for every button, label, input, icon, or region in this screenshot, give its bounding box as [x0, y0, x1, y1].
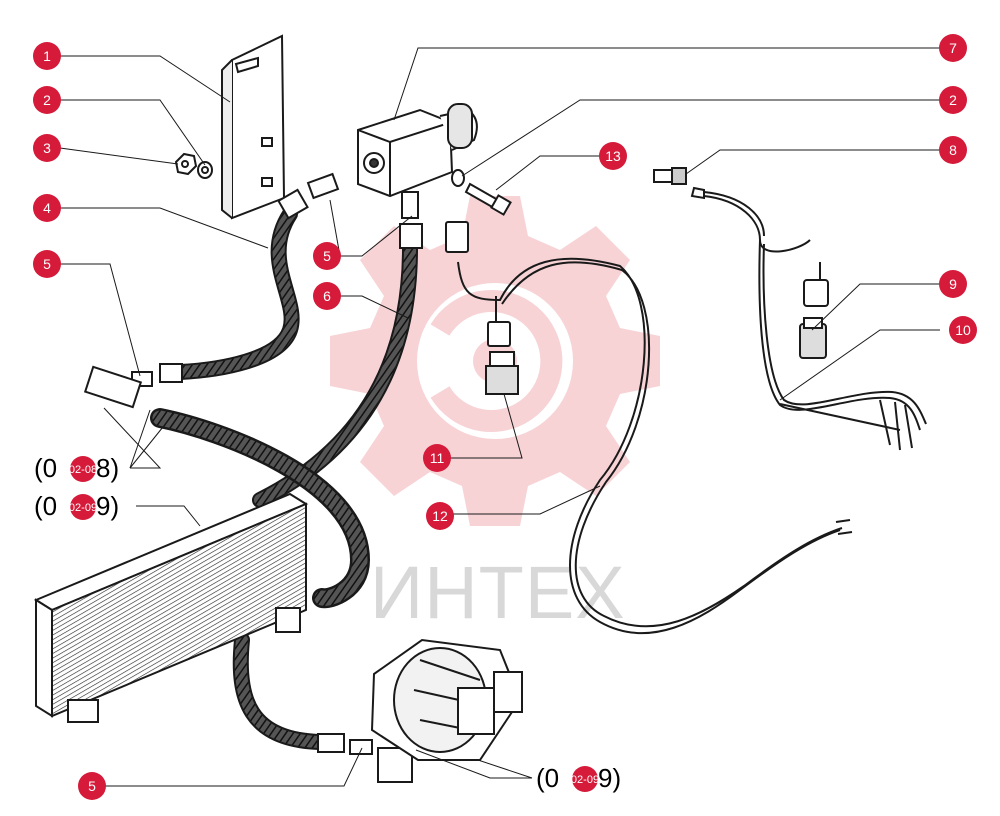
reference-open: (0: [34, 453, 57, 483]
callout-label: 5: [323, 248, 331, 264]
reference-close: 9): [96, 491, 119, 521]
callout-8: 8: [939, 136, 967, 164]
wiring-harness-right: [703, 191, 927, 451]
wiring-harness-center: [457, 257, 853, 635]
callout-label: 7: [949, 40, 957, 56]
callout-label: 2: [43, 92, 51, 108]
callout-1: 1: [33, 42, 61, 70]
reference-code: 02-09: [571, 774, 599, 786]
pressure-sensor: [653, 167, 705, 200]
reference-label: (0 02-09 9): [536, 763, 621, 793]
callout-label: 10: [955, 322, 971, 338]
callout-label: 4: [43, 200, 51, 216]
harness-plugs: [445, 221, 519, 395]
bolt-and-washer: [451, 169, 512, 216]
callout-label: 9: [949, 276, 957, 292]
solenoid-valve-block: [357, 103, 478, 198]
callout-6: 6: [313, 282, 341, 310]
mounting-bracket: [221, 34, 286, 220]
callout-label: 3: [43, 140, 51, 156]
reference-label: (0 02-08 8): [34, 453, 119, 483]
callout-label: 5: [88, 778, 96, 794]
oil-cooler: [33, 492, 309, 723]
callout-label: 2: [949, 92, 957, 108]
reference-code: 02-09: [69, 502, 97, 514]
callout-5: 5: [33, 250, 61, 278]
callout-4: 4: [33, 194, 61, 222]
nut-and-washer: [174, 152, 213, 179]
callout-9: 9: [939, 270, 967, 298]
callout-5: 5: [78, 772, 106, 800]
callout-13: 13: [599, 142, 627, 170]
callout-2: 2: [939, 86, 967, 114]
harness-connectors: [799, 279, 829, 359]
reference-open: (0: [34, 491, 57, 521]
hydraulic-pump: [370, 638, 523, 761]
reference-code: 02-08: [69, 464, 97, 476]
callout-label: 12: [432, 508, 448, 524]
watermark-text: ИНТЕХ: [370, 551, 626, 634]
reference-close: 9): [598, 763, 621, 793]
callout-3: 3: [33, 134, 61, 162]
callout-label: 11: [430, 450, 445, 466]
callout-11: 11: [423, 444, 451, 472]
leader-lines: [59, 47, 940, 787]
callout-2: 2: [33, 86, 61, 114]
callout-label: 6: [323, 288, 331, 304]
reference-label: (0 02-09 9): [34, 491, 119, 521]
callout-label: 8: [949, 142, 957, 158]
reference-close: 8): [96, 453, 119, 483]
callout-10: 10: [949, 316, 977, 344]
reference-open: (0: [536, 763, 559, 793]
callout-label: 1: [43, 48, 51, 64]
hydraulic-hoses: [150, 206, 418, 750]
callout-5: 5: [313, 242, 341, 270]
callout-7: 7: [939, 34, 967, 62]
callout-label: 5: [43, 256, 51, 272]
callout-12: 12: [426, 502, 454, 530]
hose-fittings: [83, 172, 423, 783]
callout-label: 13: [605, 148, 621, 164]
